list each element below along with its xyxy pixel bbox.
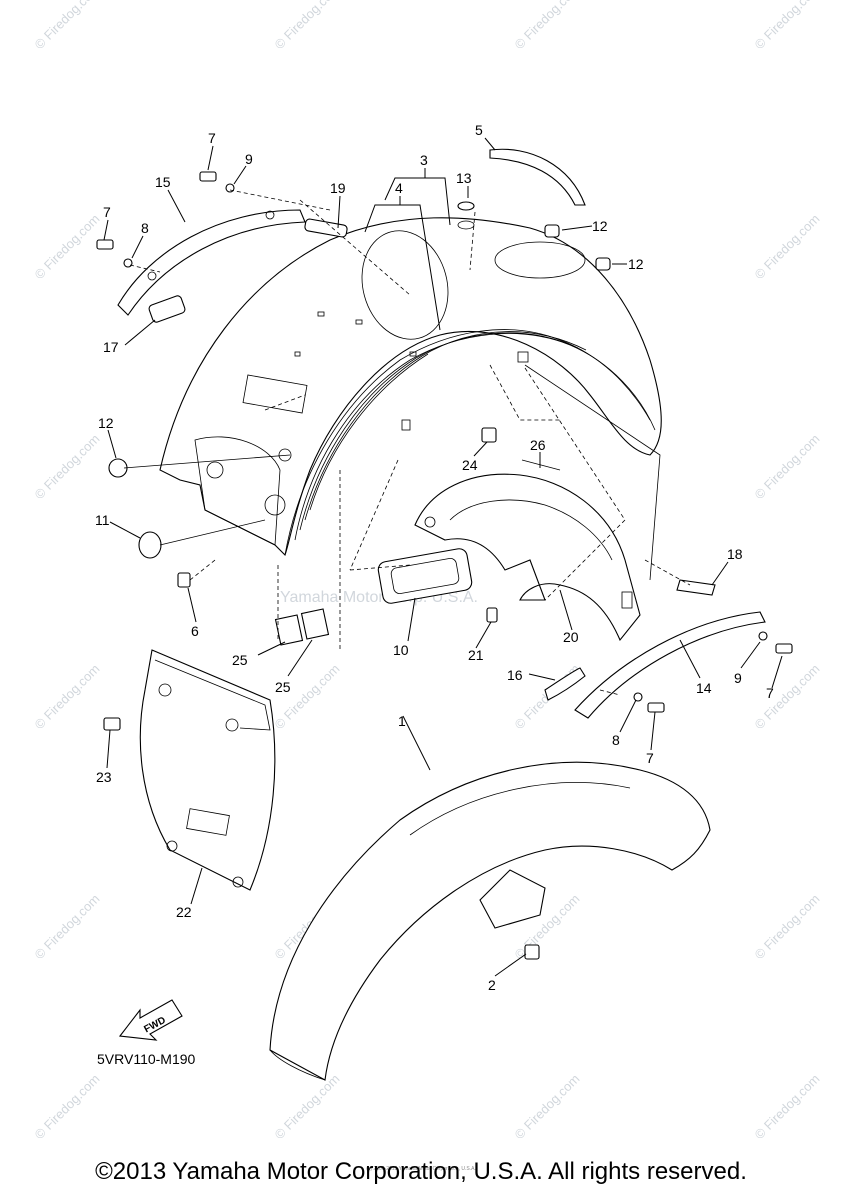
watermark: © Firedog.com <box>512 0 583 52</box>
part-20-inner-fender <box>414 473 641 642</box>
watermark: © Firedog.com <box>752 211 823 282</box>
watermark: © Firedog.com <box>32 0 103 52</box>
callout-10: 10 <box>393 642 409 658</box>
callout-13: 13 <box>456 170 472 186</box>
callout-15: 15 <box>155 174 171 190</box>
part-14-rail <box>574 611 766 719</box>
callout-23: 23 <box>96 769 112 785</box>
part-19-pad <box>304 218 348 238</box>
callout-8: 8 <box>612 732 620 748</box>
watermark: © Firedog.com <box>272 1071 343 1142</box>
part-11-grommet <box>138 531 162 559</box>
watermark: © Firedog.com <box>752 0 823 52</box>
part-7-bolt <box>647 702 665 713</box>
part-2-bolt <box>524 944 540 960</box>
watermark: © Firedog.com <box>32 661 103 732</box>
callout-11: 11 <box>95 512 110 528</box>
watermark: © Firedog.com <box>272 0 343 52</box>
leader-lines <box>103 137 783 977</box>
fwd-arrow-icon: FWD <box>118 999 183 1041</box>
watermark: © Firedog.com <box>272 661 343 732</box>
part-8-washer <box>123 258 133 268</box>
watermark: © Firedog.com <box>32 431 103 502</box>
callout-4: 4 <box>395 180 403 196</box>
callout-25: 25 <box>232 652 248 668</box>
callout-9: 9 <box>245 151 253 167</box>
part-10-frame <box>377 548 473 604</box>
callout-14: 14 <box>696 680 712 696</box>
watermark: © Firedog.com <box>512 1071 583 1142</box>
part-8-washer <box>633 692 643 702</box>
watermark: © Firedog.com <box>32 1071 103 1142</box>
part-16-pad <box>544 667 586 701</box>
part-15-rail <box>117 209 306 316</box>
diagram-code: 5VRV110-M190 <box>97 1051 196 1067</box>
part-17-pad <box>148 295 186 323</box>
watermark: © Firedog.com <box>752 661 823 732</box>
part-12-grommet <box>595 257 611 271</box>
part-21-clip <box>486 607 498 623</box>
callout-labels: 5 3 13 4 7 9 15 19 7 8 12 12 17 12 24 26… <box>95 122 774 993</box>
callout-21: 21 <box>468 647 484 663</box>
callout-7: 7 <box>646 750 654 766</box>
callout-17: 17 <box>103 339 119 355</box>
part-6-bolt <box>177 572 191 588</box>
part-26-cover <box>521 459 561 471</box>
part-7-bolt <box>775 643 793 654</box>
callout-6: 6 <box>191 623 199 639</box>
callout-7: 7 <box>103 204 111 220</box>
watermark: © Firedog.com <box>32 891 103 962</box>
callout-2: 2 <box>488 977 496 993</box>
part-9-washer <box>758 631 768 641</box>
watermark: © Firedog.com <box>32 211 103 282</box>
part-25-tape <box>274 614 304 646</box>
assembly-lines <box>123 189 691 696</box>
watermark: © Firedog.com <box>752 431 823 502</box>
copyright-text: ©2013 Yamaha Motor Corporation, U.S.A. A… <box>95 1158 747 1185</box>
callout-19: 19 <box>330 180 346 196</box>
part-18-pad <box>676 579 716 596</box>
callout-26: 26 <box>530 437 546 453</box>
callout-12: 12 <box>628 256 644 272</box>
part-7-bolt <box>199 171 217 182</box>
footer-small-text: (c) 2000-2013 Yamaha Motor Corporation, … <box>366 1166 476 1172</box>
callout-9: 9 <box>734 670 742 686</box>
part-5-trim-strip <box>489 148 586 206</box>
part-24-clip <box>481 427 497 443</box>
callout-20: 20 <box>563 629 579 645</box>
part-23-bolt <box>103 717 121 731</box>
callout-16: 16 <box>507 667 523 683</box>
callout-18: 18 <box>727 546 743 562</box>
callout-1: 1 <box>398 713 406 729</box>
callout-12: 12 <box>592 218 608 234</box>
watermark: © Firedog.com <box>752 891 823 962</box>
callout-3: 3 <box>420 152 428 168</box>
part-1-front-fender <box>269 761 711 1081</box>
part-7-bolt <box>96 239 114 250</box>
part-22-side-cover <box>139 649 276 891</box>
callout-24: 24 <box>462 457 478 473</box>
callout-8: 8 <box>141 220 149 236</box>
callout-5: 5 <box>475 122 483 138</box>
part-13-washer <box>457 201 475 211</box>
callout-25: 25 <box>275 679 291 695</box>
callout-7: 7 <box>208 130 216 146</box>
callout-12: 12 <box>98 415 114 431</box>
part-25-tape <box>300 608 330 640</box>
watermark: © Firedog.com <box>752 1071 823 1142</box>
callout-7: 7 <box>766 685 774 701</box>
callout-22: 22 <box>176 904 192 920</box>
part-12-grommet <box>544 224 560 238</box>
